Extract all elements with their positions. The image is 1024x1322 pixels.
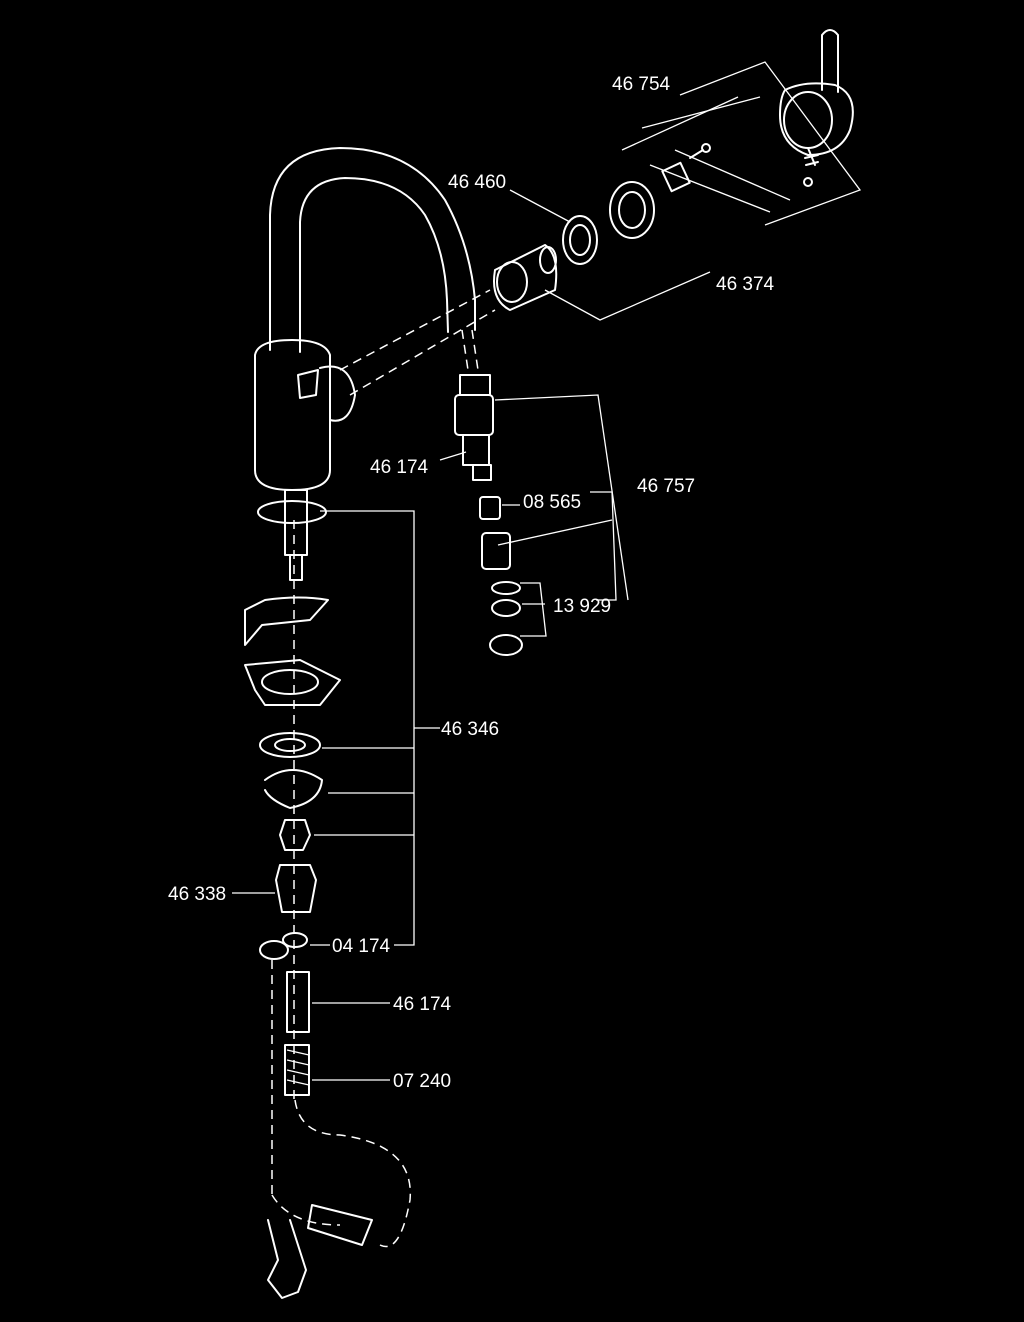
label-hose-connector-lower: 46 174: [393, 994, 452, 1015]
mounting-stack: [244, 489, 411, 1299]
spray-adapter: [479, 496, 501, 520]
faucet-body: [254, 147, 496, 491]
label-spray-adapter: 08 565: [523, 492, 581, 513]
label-cartridge: 46 374: [716, 274, 775, 295]
cartridge: [493, 244, 558, 311]
pullout-hose: [461, 329, 479, 371]
spray-sleeve: [481, 532, 511, 570]
label-cartridge-nut: 46 460: [448, 172, 506, 193]
cartridge-nut: [562, 215, 598, 265]
label-weight: 07 240: [393, 1071, 451, 1092]
cap-ring: [609, 181, 655, 239]
part-labels: 46 754 46 460 46 374 46 174 46 757 08 56…: [168, 74, 775, 1092]
handle: [779, 29, 854, 187]
leader-lines: [232, 61, 862, 1081]
aerator-set: [489, 581, 523, 656]
label-check-valve: 46 338: [168, 884, 226, 905]
adapter-screw: [661, 143, 711, 193]
label-mounting-set: 46 346: [441, 719, 499, 740]
label-handle: 46 754: [612, 74, 671, 95]
label-spray-head: 46 757: [637, 476, 695, 497]
label-aerator: 13 929: [553, 596, 611, 617]
label-hose-connector-upper: 46 174: [370, 457, 429, 478]
spray-head: [454, 374, 494, 481]
label-o-ring: 04 174: [332, 936, 391, 957]
